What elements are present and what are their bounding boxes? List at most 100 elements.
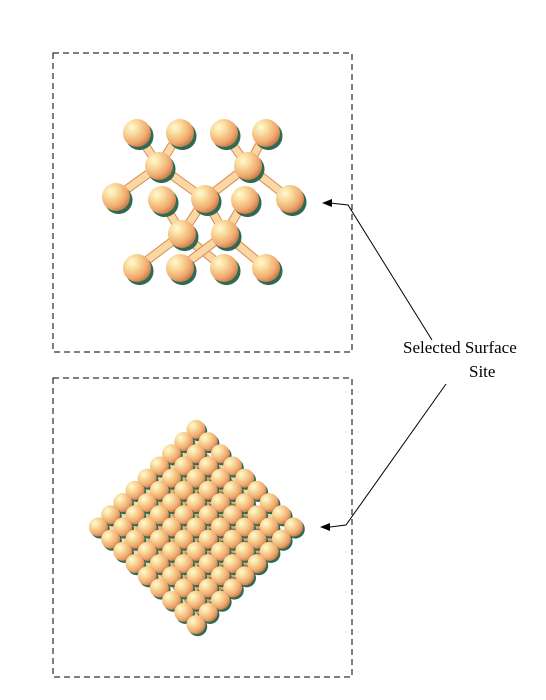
atom <box>186 566 206 586</box>
atom <box>186 615 206 635</box>
atom <box>210 119 238 147</box>
annotation-label-line2: Site <box>469 362 495 381</box>
atom <box>235 468 255 488</box>
atom <box>198 578 218 598</box>
atom <box>186 493 206 513</box>
top-crystal-structure <box>102 119 307 286</box>
atom <box>162 566 182 586</box>
atom <box>174 480 194 500</box>
atom <box>137 566 157 586</box>
atom <box>247 480 267 500</box>
atom <box>234 152 262 180</box>
atom <box>174 505 194 525</box>
annotation-leaders <box>320 199 447 531</box>
atom <box>113 517 133 537</box>
atom <box>235 517 255 537</box>
atom <box>231 186 259 214</box>
atom <box>168 220 196 248</box>
atom <box>125 480 145 500</box>
atom <box>198 505 218 525</box>
atom <box>186 419 206 439</box>
atom <box>149 554 169 574</box>
atom <box>101 505 121 525</box>
atom <box>137 541 157 561</box>
atom <box>145 152 173 180</box>
atom <box>247 554 267 574</box>
bottom-crystal-structure <box>88 419 305 637</box>
atom <box>174 456 194 476</box>
atom <box>102 183 130 211</box>
atom <box>113 541 133 561</box>
atom <box>123 254 151 282</box>
atom <box>198 432 218 452</box>
annotation-label-line1: Selected Surface <box>403 338 517 357</box>
atom <box>223 456 243 476</box>
atom <box>284 517 304 537</box>
leader-line-bottom <box>329 383 447 528</box>
atom <box>166 119 194 147</box>
atom <box>186 541 206 561</box>
atom <box>137 468 157 488</box>
atom <box>162 590 182 610</box>
atom <box>137 517 157 537</box>
atom <box>259 541 279 561</box>
atom <box>198 602 218 622</box>
atom <box>123 119 151 147</box>
atom <box>210 254 238 282</box>
atom <box>174 602 194 622</box>
atom <box>210 590 230 610</box>
atom <box>174 529 194 549</box>
atom <box>252 254 280 282</box>
atom <box>259 517 279 537</box>
atom <box>210 566 230 586</box>
atom <box>186 590 206 610</box>
atom <box>148 186 176 214</box>
arrowhead-top <box>322 199 332 207</box>
arrowhead-bottom <box>320 523 330 531</box>
atom <box>223 480 243 500</box>
atom <box>198 529 218 549</box>
atom <box>223 505 243 525</box>
atom <box>162 541 182 561</box>
atom <box>235 541 255 561</box>
atom <box>210 444 230 464</box>
atom <box>223 554 243 574</box>
atom <box>191 185 219 213</box>
atom <box>235 493 255 513</box>
atom <box>223 529 243 549</box>
atom <box>149 456 169 476</box>
atom <box>125 505 145 525</box>
atom <box>210 541 230 561</box>
atom <box>113 493 133 513</box>
atom <box>162 517 182 537</box>
atom <box>149 578 169 598</box>
atom <box>198 480 218 500</box>
atom <box>276 185 304 213</box>
atom <box>259 493 279 513</box>
atom <box>149 529 169 549</box>
atom <box>247 529 267 549</box>
atom <box>247 505 267 525</box>
atom <box>88 517 108 537</box>
atom <box>101 529 121 549</box>
atom <box>174 432 194 452</box>
atom <box>162 493 182 513</box>
leader-line-top <box>329 202 433 341</box>
atom <box>149 505 169 525</box>
atom <box>210 517 230 537</box>
atom <box>162 444 182 464</box>
atom <box>211 220 239 248</box>
atom <box>235 566 255 586</box>
atom <box>125 554 145 574</box>
atom <box>174 578 194 598</box>
atom <box>186 468 206 488</box>
atom <box>149 480 169 500</box>
atom <box>271 529 291 549</box>
atom <box>198 456 218 476</box>
atom <box>210 468 230 488</box>
atom <box>210 493 230 513</box>
atom <box>174 554 194 574</box>
atom <box>162 468 182 488</box>
